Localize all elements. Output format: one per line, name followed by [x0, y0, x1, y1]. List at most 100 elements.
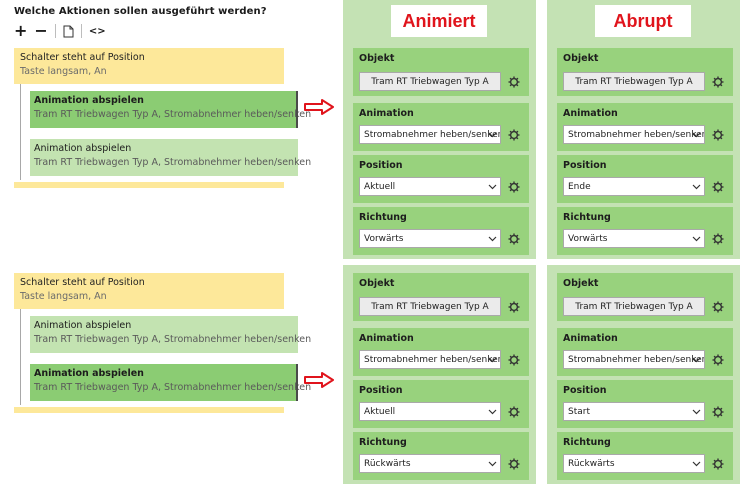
action-animation-selected[interactable]: Animation abspielen Tram RT Triebwagen T…	[30, 364, 312, 401]
objekt-card: Objekt Tram RT Triebwagen Typ A	[557, 273, 733, 321]
gear-icon[interactable]	[508, 129, 520, 141]
objekt-button[interactable]: Tram RT Triebwagen Typ A	[359, 297, 501, 316]
richtung-label: Richtung	[359, 212, 407, 223]
objekt-card: Objekt Tram RT Triebwagen Typ A	[353, 273, 529, 321]
action-tree-top: Schalter steht auf Position Taste langsa…	[14, 48, 312, 193]
objekt-card: Objekt Tram RT Triebwagen Typ A	[557, 48, 733, 96]
richtung-label: Richtung	[563, 437, 611, 448]
gear-icon[interactable]	[712, 458, 724, 470]
animation-label: Animation	[359, 108, 414, 119]
position-card: Position Ende	[557, 155, 733, 203]
action-subtitle: Tram RT Triebwagen Typ A, Stromabnehmer …	[34, 157, 312, 168]
tree-end-bar	[14, 407, 284, 413]
position-label: Position	[359, 385, 403, 396]
action-subtitle: Tram RT Triebwagen Typ A, Stromabnehmer …	[34, 109, 312, 120]
chevron-down-icon	[692, 236, 701, 242]
action-title: Animation abspielen	[34, 143, 132, 154]
position-label: Position	[563, 385, 607, 396]
action-title: Animation abspielen	[34, 320, 132, 331]
richtung-label: Richtung	[563, 212, 611, 223]
chevron-down-icon	[692, 184, 701, 190]
gear-icon[interactable]	[712, 354, 724, 366]
objekt-button[interactable]: Tram RT Triebwagen Typ A	[359, 72, 501, 91]
gear-icon[interactable]	[508, 406, 520, 418]
animation-value: Stromabnehmer heben/senken	[568, 129, 705, 140]
animation-card: Animation Stromabnehmer heben/senken	[353, 328, 529, 376]
selection-rail	[296, 91, 298, 128]
richtung-select[interactable]: Rückwärts	[563, 454, 705, 473]
panel-title-abrupt: Abrupt	[613, 10, 673, 31]
position-value: Aktuell	[364, 406, 396, 417]
panel-title-box: Abrupt	[595, 5, 691, 37]
objekt-label: Objekt	[563, 53, 599, 64]
gear-icon[interactable]	[712, 129, 724, 141]
animation-label: Animation	[359, 333, 414, 344]
position-card: Position Aktuell	[353, 155, 529, 203]
richtung-select[interactable]: Rückwärts	[359, 454, 501, 473]
selection-rail	[296, 364, 298, 401]
switch-subtitle: Taste langsam, An	[20, 291, 107, 302]
richtung-card: Richtung Rückwärts	[557, 432, 733, 480]
objekt-button[interactable]: Tram RT Triebwagen Typ A	[563, 297, 705, 316]
action-subtitle: Tram RT Triebwagen Typ A, Stromabnehmer …	[34, 334, 312, 345]
richtung-select[interactable]: Vorwärts	[563, 229, 705, 248]
switch-subtitle: Taste langsam, An	[20, 66, 107, 77]
richtung-card: Richtung Rückwärts	[353, 432, 529, 480]
richtung-select[interactable]: Vorwärts	[359, 229, 501, 248]
objekt-button[interactable]: Tram RT Triebwagen Typ A	[563, 72, 705, 91]
code-view-button[interactable]: <>	[88, 25, 106, 37]
gear-icon[interactable]	[712, 76, 724, 88]
gear-icon[interactable]	[508, 301, 520, 313]
animation-card: Animation Stromabnehmer heben/senken	[557, 328, 733, 376]
switch-condition[interactable]: Schalter steht auf Position Taste langsa…	[14, 273, 284, 309]
toolbar-divider	[80, 24, 82, 38]
animation-card: Animation Stromabnehmer heben/senken	[353, 103, 529, 151]
position-card: Position Aktuell	[353, 380, 529, 428]
animation-select[interactable]: Stromabnehmer heben/senken	[359, 350, 501, 369]
panel-animiert-bottom: Objekt Tram RT Triebwagen Typ A Animatio…	[343, 265, 536, 484]
animation-value: Stromabnehmer heben/senken	[568, 354, 705, 365]
gear-icon[interactable]	[508, 233, 520, 245]
gear-icon[interactable]	[712, 181, 724, 193]
action-animation[interactable]: Animation abspielen Tram RT Triebwagen T…	[30, 139, 312, 176]
remove-button[interactable]: −	[34, 21, 48, 40]
gear-icon[interactable]	[712, 301, 724, 313]
tree-line	[20, 84, 21, 180]
position-value: Aktuell	[364, 181, 396, 192]
add-button[interactable]: +	[14, 21, 28, 40]
panel-abrupt-bottom: Objekt Tram RT Triebwagen Typ A Animatio…	[547, 265, 740, 484]
action-subtitle: Tram RT Triebwagen Typ A, Stromabnehmer …	[34, 382, 312, 393]
position-value: Ende	[568, 181, 591, 192]
animation-select[interactable]: Stromabnehmer heben/senken	[359, 125, 501, 144]
switch-condition[interactable]: Schalter steht auf Position Taste langsa…	[14, 48, 284, 84]
chevron-down-icon	[692, 409, 701, 415]
position-select[interactable]: Aktuell	[359, 402, 501, 421]
objekt-label: Objekt	[359, 278, 395, 289]
gear-icon[interactable]	[508, 354, 520, 366]
panel-title-animiert: Animiert	[402, 10, 476, 31]
chevron-down-icon	[692, 461, 701, 467]
richtung-value: Rückwärts	[568, 458, 615, 469]
animation-select[interactable]: Stromabnehmer heben/senken	[563, 125, 705, 144]
animation-select[interactable]: Stromabnehmer heben/senken	[563, 350, 705, 369]
chevron-down-icon	[692, 357, 701, 363]
position-label: Position	[563, 160, 607, 171]
position-select[interactable]: Start	[563, 402, 705, 421]
gear-icon[interactable]	[508, 76, 520, 88]
gear-icon[interactable]	[508, 181, 520, 193]
action-animation-selected[interactable]: Animation abspielen Tram RT Triebwagen T…	[30, 91, 312, 128]
gear-icon[interactable]	[712, 233, 724, 245]
animation-value: Stromabnehmer heben/senken	[364, 129, 501, 140]
animation-label: Animation	[563, 333, 618, 344]
gear-icon[interactable]	[508, 458, 520, 470]
position-select[interactable]: Aktuell	[359, 177, 501, 196]
richtung-value: Rückwärts	[364, 458, 411, 469]
chevron-down-icon	[488, 461, 497, 467]
gear-icon[interactable]	[712, 406, 724, 418]
position-select[interactable]: Ende	[563, 177, 705, 196]
action-animation[interactable]: Animation abspielen Tram RT Triebwagen T…	[30, 316, 312, 353]
copy-icon[interactable]	[63, 25, 74, 38]
arrow-right-icon	[304, 99, 334, 115]
arrow-right-icon	[304, 372, 334, 388]
position-label: Position	[359, 160, 403, 171]
